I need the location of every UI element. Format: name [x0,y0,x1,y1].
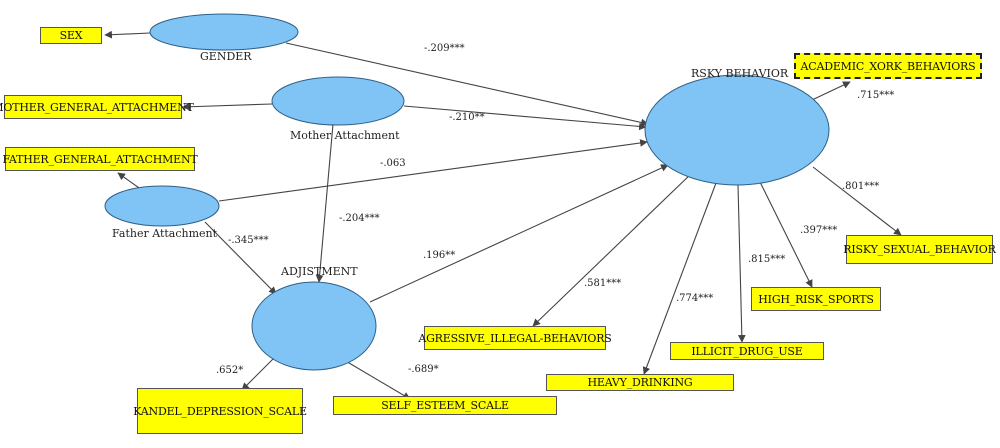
coef-father-risky: -.063 [380,158,406,169]
edge-gender-risky [285,42,649,127]
coef-mother-adjust: -.204*** [339,213,380,224]
coef-adjust-selfesteem: -.689* [408,364,439,375]
edge-father-risky [218,139,648,202]
indicator-heavy-drinking: HEAVY_DRINKING [546,374,734,391]
indicator-academic-work: ACADEMIC_XORK_BEHAVIORS [794,53,982,79]
latent-father-attachment [104,185,220,227]
latent-mother-attachment [271,76,405,126]
indicator-kandel: KANDEL_DEPRESSION_SCALE [133,388,307,434]
edge-risky-aggressive [532,171,694,327]
coef-risky-academic: .715*** [857,90,895,101]
coef-gender-risky: -.209*** [424,43,465,54]
edge-risky-sexual [812,166,902,236]
edge-risky-drinking [642,182,717,375]
coef-risky-drug: .815*** [748,254,786,265]
coef-adjust-risky: .196** [423,250,456,261]
coef-mother-risky: -.210** [449,112,485,123]
edge-mother-risky [403,105,647,131]
indicator-risky-sexual: RISKY_SEXUAL_BEHAVIOR [843,235,996,264]
latent-gender-label: GENDER [200,50,252,63]
edge-mother-mothergeneral [182,102,273,111]
coef-risky-sports: .397*** [800,225,838,236]
latent-mother-label: Mother Attachment [290,129,400,142]
indicator-aggressive: AGRESSIVE_ILLEGAL-BEHAVIORS [418,326,612,350]
indicator-mother-general: MOTHER_GENERAL_ATTACHMENT [0,95,194,119]
indicator-self-esteem: SELF_ESTEEM_SCALE [333,396,557,415]
latent-risky-label: RSKY BEHAVIOR [691,67,789,80]
edge-father-fathergeneral [117,172,143,191]
indicator-illicit-drug: ILLICIT_DRUG_USE [670,342,824,360]
edge-risky-sports [759,181,813,288]
indicator-high-risk-sports: HIGH_RISK_SPORTS [751,287,881,311]
coef-risky-aggressive: .581*** [584,278,622,289]
latent-father-label: Father Attachment [112,227,218,240]
coef-risky-sexual: .801*** [842,181,880,192]
edge-adjust-risky [369,164,669,303]
edge-adjust-kandel [241,356,276,391]
edge-gender-sex [104,30,151,39]
indicator-sex: SEX [40,27,102,44]
edge-adjust-selfesteem [343,359,411,400]
edge-risky-academic [811,81,851,101]
latent-adjustment-label: ADJISTMENT [281,265,358,278]
edge-risky-drug [737,184,746,343]
latent-adjustment [251,281,377,371]
latent-gender [149,13,299,51]
coef-risky-drinking: .774*** [676,293,714,304]
coef-father-adjust: -.345*** [228,235,269,246]
coef-adjust-kandel: .652* [216,365,244,376]
indicator-father-general: FATHER_GENERAL_ATTACHMENT [2,147,198,171]
latent-risky-behavior [644,74,830,186]
edge-mother-adjust [315,123,334,283]
edge-father-adjust [204,221,277,295]
